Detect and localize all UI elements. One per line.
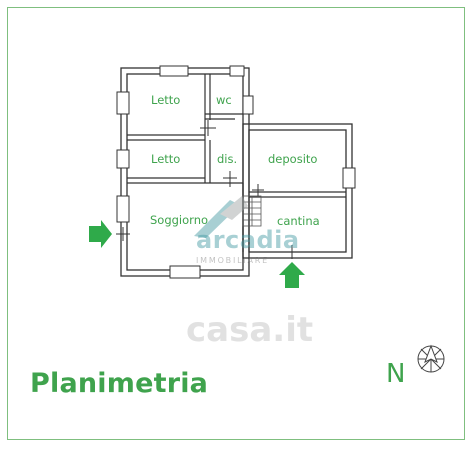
watermark-subtitle: IMMOBILIARE (196, 256, 270, 265)
room-soggiorno: Soggiorno (150, 213, 208, 227)
drawing-frame (7, 7, 465, 440)
entrance-arrow-icon (279, 262, 305, 288)
north-label: N (386, 359, 406, 389)
room-letto-1: Letto (151, 93, 180, 107)
room-cantina: cantina (277, 214, 320, 228)
windows (116, 65, 356, 279)
stairs (242, 195, 262, 227)
north-compass-icon (417, 344, 445, 373)
room-deposito: deposito (268, 152, 317, 166)
watermark-logo-mark (194, 196, 248, 238)
plan-title: Planimetria (30, 368, 209, 399)
entrance-arrow-icon (89, 220, 112, 248)
room-wc: wc (216, 93, 232, 107)
room-letto-2: Letto (151, 152, 180, 166)
room-dis: dis. (217, 152, 237, 166)
watermark-site: casa.it (186, 310, 314, 350)
watermark-brand: arcadia (196, 226, 300, 254)
door-markers (116, 120, 300, 259)
